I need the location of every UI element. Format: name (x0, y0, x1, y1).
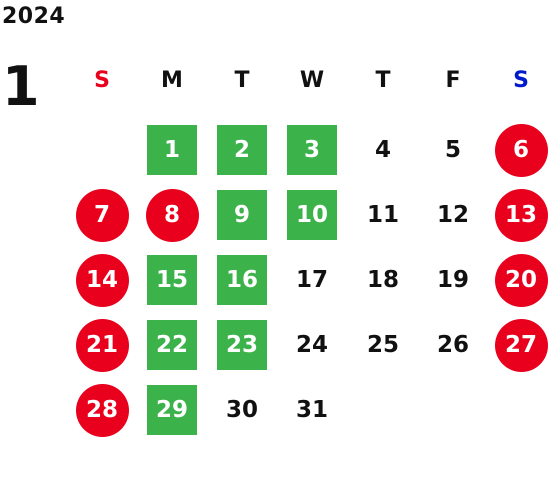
day-25[interactable]: 25 (366, 332, 399, 358)
day-20[interactable]: 20 (494, 253, 548, 307)
day-3[interactable]: 3 (287, 125, 337, 175)
day-26[interactable]: 26 (436, 332, 469, 358)
day-23[interactable]: 23 (217, 320, 267, 370)
day-29[interactable]: 29 (147, 385, 197, 435)
day-19[interactable]: 19 (436, 267, 469, 293)
weekday-header-sat: S (513, 68, 529, 93)
day-11[interactable]: 11 (366, 202, 399, 228)
day-2[interactable]: 2 (217, 125, 267, 175)
day-17[interactable]: 17 (295, 267, 328, 293)
day-12[interactable]: 12 (436, 202, 469, 228)
day-7[interactable]: 7 (75, 188, 129, 242)
day-9[interactable]: 9 (217, 190, 267, 240)
day-30[interactable]: 30 (225, 397, 258, 423)
day-16[interactable]: 16 (217, 255, 267, 305)
day-1[interactable]: 1 (147, 125, 197, 175)
weekday-header-mon: M (161, 68, 183, 93)
day-27[interactable]: 27 (494, 318, 548, 372)
weekday-header-fri: F (445, 68, 461, 93)
day-4[interactable]: 4 (374, 137, 391, 163)
day-18[interactable]: 18 (366, 267, 399, 293)
year-label: 2024 (2, 4, 66, 29)
day-22[interactable]: 22 (147, 320, 197, 370)
weekday-header-tue: T (234, 68, 250, 93)
day-31[interactable]: 31 (295, 397, 328, 423)
day-5[interactable]: 5 (444, 137, 461, 163)
day-13[interactable]: 13 (494, 188, 548, 242)
day-15[interactable]: 15 (147, 255, 197, 305)
weekday-header-thu: T (375, 68, 391, 93)
day-8[interactable]: 8 (145, 188, 199, 242)
day-21[interactable]: 21 (75, 318, 129, 372)
day-24[interactable]: 24 (295, 332, 328, 358)
day-14[interactable]: 14 (75, 253, 129, 307)
weekday-header-sun: S (94, 68, 110, 93)
day-6[interactable]: 6 (494, 123, 548, 177)
day-10[interactable]: 10 (287, 190, 337, 240)
weekday-header-wed: W (299, 68, 325, 93)
month-number: 1 (2, 55, 40, 118)
day-28[interactable]: 28 (75, 383, 129, 437)
